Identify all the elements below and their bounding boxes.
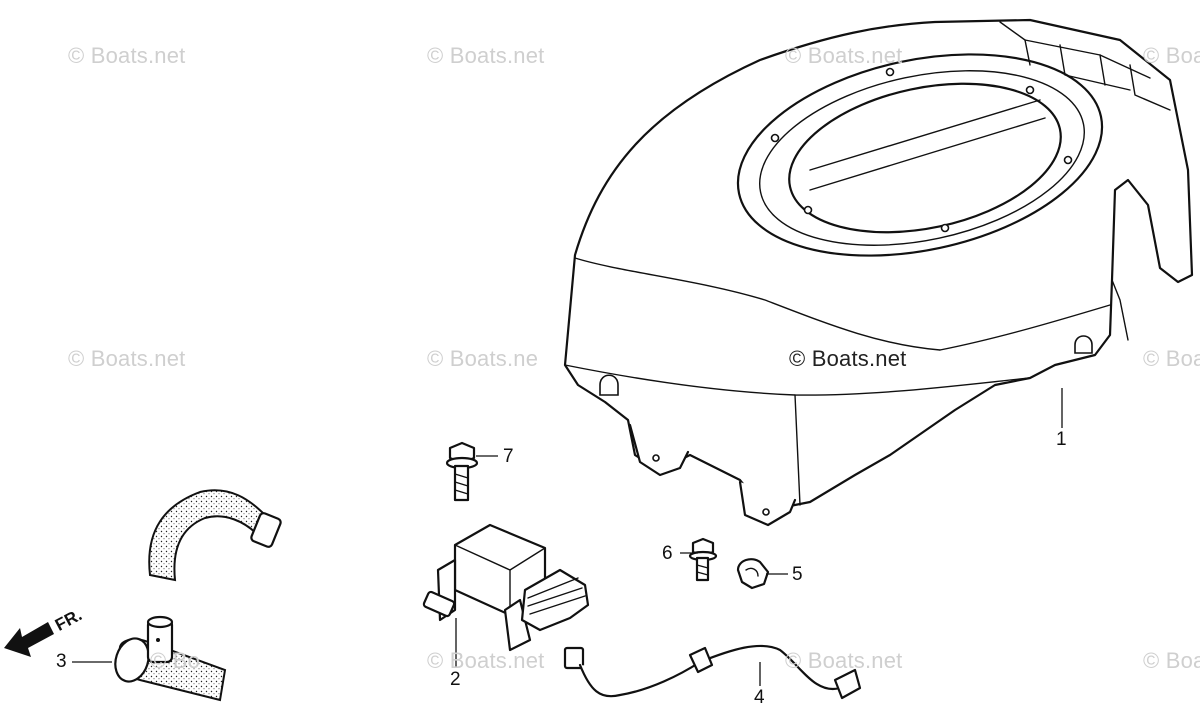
callout-2: 2	[450, 669, 461, 690]
callout-5: 5	[792, 564, 803, 585]
watermark: © Boats.net	[427, 43, 545, 68]
callout-leaders	[72, 388, 1063, 686]
watermark: © Bo	[150, 648, 201, 673]
flange-bolt-7	[445, 441, 479, 502]
watermark: © Boats	[1143, 346, 1200, 371]
plug-cap-3	[114, 615, 227, 702]
flange-bolt-6	[688, 537, 718, 582]
callout-1: 1	[1056, 429, 1067, 450]
callout-3: 3	[56, 651, 67, 672]
callout-6: 6	[662, 543, 673, 564]
wire-clip-5	[736, 558, 770, 590]
callout-7: 7	[503, 446, 514, 467]
callout-4: 4	[754, 687, 765, 708]
watermark: © Boats	[1143, 648, 1200, 673]
watermark: © Boats.net	[427, 648, 545, 673]
front-arrow-icon	[4, 622, 54, 657]
watermark: © Boats.net	[789, 346, 907, 371]
stop-switch-wire-4	[563, 644, 862, 700]
watermark: © Boats.	[1143, 43, 1200, 68]
ignition-coil-2	[148, 489, 590, 652]
fan-cover-shroud	[563, 18, 1194, 527]
watermark: © Boats.net	[68, 43, 186, 68]
watermark: © Boats.net	[785, 648, 903, 673]
watermark: © Boats.net	[68, 346, 186, 371]
watermark: © Boats.net	[785, 43, 903, 68]
watermark: © Boats.ne	[427, 346, 539, 371]
